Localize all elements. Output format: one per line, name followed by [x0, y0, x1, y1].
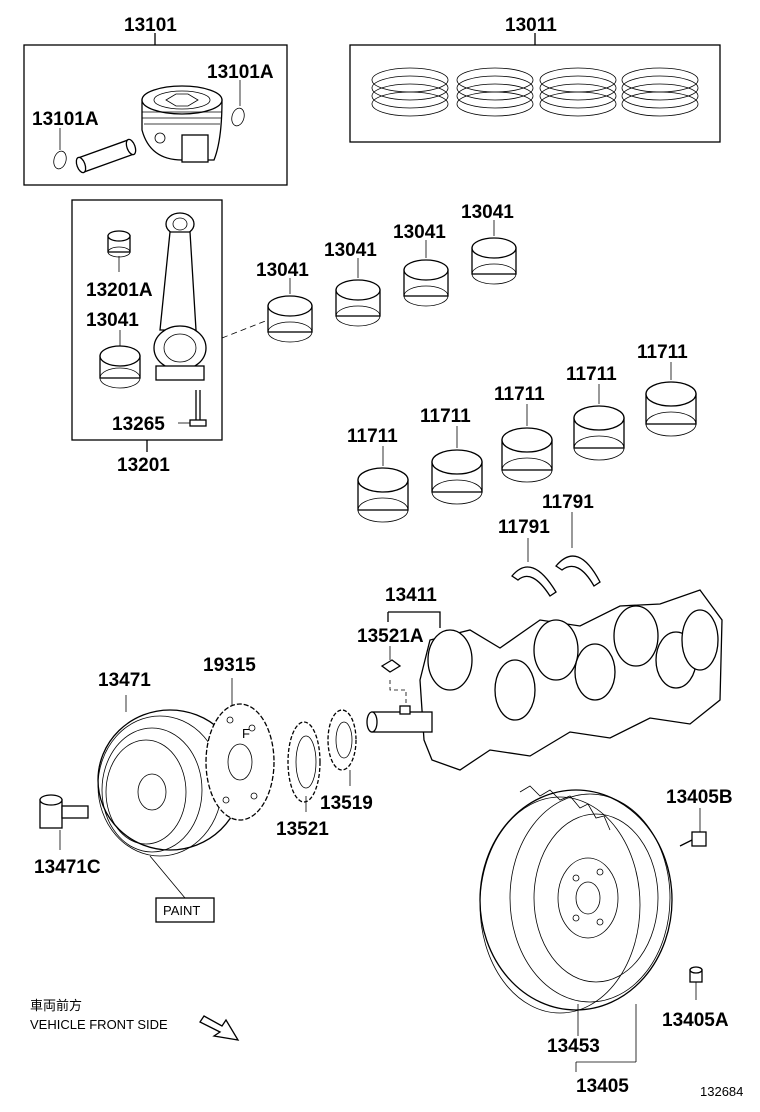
label-conrod-bolt[interactable]: 13265: [112, 414, 165, 435]
oil-pump-gear-drawing[interactable]: [327, 709, 357, 786]
svg-text:F: F: [242, 726, 250, 741]
conrod-bolt-drawing: [189, 390, 207, 427]
thrust-washer-1[interactable]: [511, 538, 557, 597]
ring-set-3: [539, 67, 617, 117]
main-bearing-5[interactable]: [645, 362, 697, 437]
label-main-bearing-2[interactable]: 11711: [420, 406, 471, 427]
flywheel-pin-drawing[interactable]: [689, 966, 703, 1000]
label-ring-set[interactable]: 13011: [505, 15, 557, 36]
label-flywheel-bolt[interactable]: 13405B: [666, 787, 733, 808]
label-flywheel-pin[interactable]: 13405A: [662, 1010, 729, 1031]
label-conrod-bearing-in-box[interactable]: 13041: [86, 310, 139, 331]
label-pulley-bolt[interactable]: 13471C: [34, 857, 101, 878]
front-side-en: VEHICLE FRONT SIDE: [30, 1017, 168, 1032]
label-conrod-bushing[interactable]: 13201A: [86, 280, 153, 301]
label-main-bearing-3[interactable]: 11711: [494, 384, 545, 405]
label-oil-pump-gear[interactable]: 13519: [320, 793, 373, 814]
thrust-washer-2[interactable]: [555, 512, 601, 587]
pulley-drawing[interactable]: [97, 695, 243, 899]
conrod-bearing-1[interactable]: [267, 278, 313, 343]
label-conrod-bearing-1[interactable]: 13041: [256, 260, 309, 281]
conrod-bearing-3[interactable]: [403, 240, 449, 307]
conrod-bearing-4[interactable]: [471, 220, 517, 285]
main-bearing-3[interactable]: [501, 404, 553, 483]
leader-dash: [221, 319, 269, 339]
pulley-bolt-drawing[interactable]: [39, 794, 89, 850]
paint-text: PAINT: [163, 903, 200, 918]
label-pulley[interactable]: 13471: [98, 670, 151, 691]
front-side-jp: 車両前方: [30, 998, 82, 1013]
ring-set-4: [621, 67, 699, 117]
main-bearing-4[interactable]: [573, 384, 625, 461]
label-main-bearing-5[interactable]: 11711: [637, 342, 688, 363]
main-bearing-2[interactable]: [431, 426, 483, 505]
ring-set-1: [371, 67, 449, 117]
ring-set-group[interactable]: [349, 33, 721, 143]
label-timing-plate[interactable]: 19315: [203, 655, 256, 676]
key-drawing[interactable]: [380, 646, 407, 706]
label-snap-ring-right[interactable]: 13101A: [207, 62, 274, 83]
conrod-bearing-box-drawing: [99, 345, 141, 389]
label-thrust-washer-1[interactable]: 11791: [498, 517, 550, 538]
conrod-group[interactable]: [71, 199, 223, 452]
conrod-drawing: [153, 212, 207, 381]
flywheel-bolt-drawing[interactable]: [679, 808, 707, 847]
label-conrod-bearing-4[interactable]: 13041: [461, 202, 514, 223]
crankshaft-drawing[interactable]: [366, 589, 723, 771]
label-conrod-assy[interactable]: 13201: [117, 455, 170, 476]
snap-ring-right: [231, 107, 245, 127]
label-thrust-washer-2[interactable]: 11791: [542, 492, 594, 513]
crank-sprocket-drawing[interactable]: [287, 721, 321, 812]
front-arrow-icon: [199, 1015, 240, 1041]
snap-ring-left: [53, 150, 67, 170]
flywheel-drawing[interactable]: [479, 785, 673, 1072]
label-crankshaft[interactable]: 13411: [385, 585, 437, 606]
timing-plate-drawing[interactable]: F: [205, 678, 275, 821]
ring-set-2: [456, 67, 534, 117]
front-side-note: 車両前方 VEHICLE FRONT SIDE: [30, 998, 240, 1041]
main-bearing-1[interactable]: [357, 446, 409, 523]
conrod-bushing-drawing: [107, 230, 131, 258]
reference-number: 132684: [700, 1084, 743, 1099]
label-main-bearing-4[interactable]: 11711: [566, 364, 617, 385]
label-conrod-bearing-3[interactable]: 13041: [393, 222, 446, 243]
label-key[interactable]: 13521A: [357, 626, 424, 647]
label-main-bearing-1[interactable]: 11711: [347, 426, 398, 447]
label-ring-gear[interactable]: 13453: [547, 1036, 600, 1057]
piston-drawing: [141, 85, 223, 163]
label-snap-ring-left[interactable]: 13101A: [32, 109, 99, 130]
paint-note: PAINT: [155, 897, 215, 923]
label-crank-sprocket[interactable]: 13521: [276, 819, 329, 840]
conrod-bearing-2[interactable]: [335, 258, 381, 327]
label-flywheel-assy[interactable]: 13405: [576, 1076, 629, 1097]
piston-pin-drawing: [75, 138, 137, 174]
label-conrod-bearing-2[interactable]: 13041: [324, 240, 377, 261]
piston-set-group[interactable]: [23, 33, 288, 186]
label-piston-set[interactable]: 13101: [124, 15, 177, 36]
ring-set-box: [349, 44, 721, 143]
